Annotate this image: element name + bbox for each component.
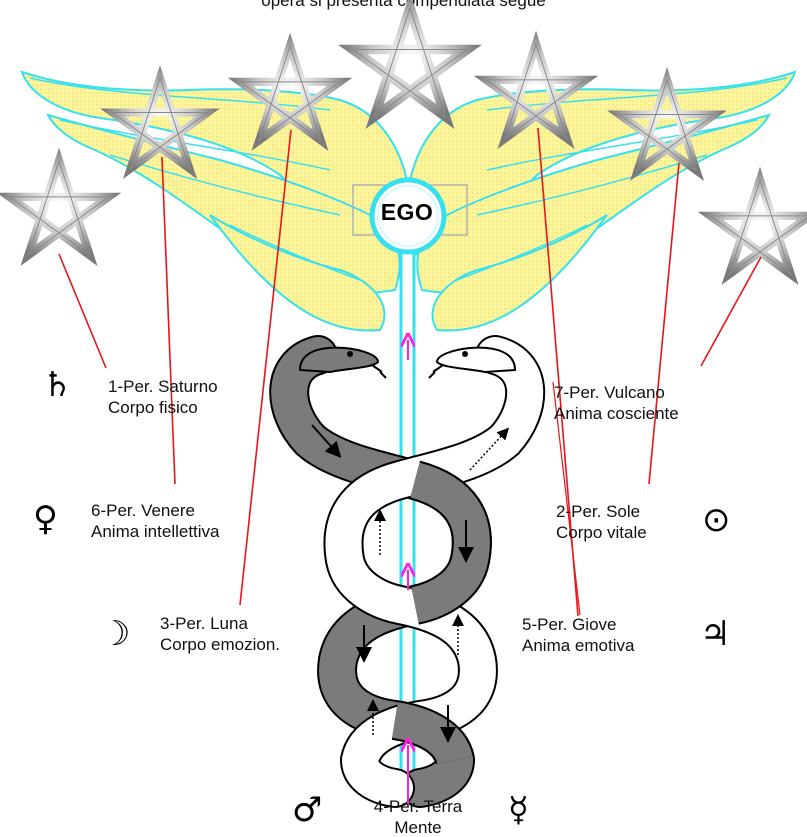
mercury-symbol-icon: ☿: [508, 790, 529, 830]
mars-symbol-icon: ♂: [292, 790, 322, 830]
sun-symbol-icon: ⊙: [702, 500, 731, 540]
period-2-subtitle: Corpo vitale: [556, 522, 647, 543]
label-period-4: 4-Per. Terra Mente: [356, 796, 480, 837]
ego-label: EGO: [360, 199, 454, 226]
period-4-subtitle: Mente: [356, 817, 480, 837]
period-5-title: 5-Per. Giove: [522, 614, 634, 635]
period-3-subtitle: Corpo emozion.: [160, 634, 280, 655]
period-7-subtitle: Anima cosciente: [554, 403, 679, 424]
period-7-title: 7-Per. Vulcano: [554, 382, 679, 403]
right-wing: [407, 72, 795, 331]
jupiter-symbol-icon: ♃: [700, 614, 730, 654]
label-period-7: 7-Per. Vulcano Anima cosciente: [554, 382, 679, 424]
venus-symbol-icon: ♀: [33, 499, 58, 539]
label-period-1: 1-Per. Saturno Corpo fisico: [108, 376, 218, 418]
label-period-2: 2-Per. Sole Corpo vitale: [556, 501, 647, 543]
period-1-subtitle: Corpo fisico: [108, 397, 218, 418]
period-5-subtitle: Anima emotiva: [522, 635, 634, 656]
period-3-title: 3-Per. Luna: [160, 613, 280, 634]
label-period-6: 6-Per. Venere Anima intellettiva: [91, 500, 220, 542]
pentagram-star-outline: [353, 8, 467, 117]
period-4-title: 4-Per. Terra: [356, 796, 480, 817]
serpent-light: [343, 355, 525, 788]
period-6-subtitle: Anima intellettiva: [91, 521, 220, 542]
period-1-title: 1-Per. Saturno: [108, 376, 218, 397]
pentagram-star-outline: [10, 161, 109, 255]
label-period-5: 5-Per. Giove Anima emotiva: [522, 614, 634, 656]
moon-symbol-icon: ☽: [100, 614, 130, 654]
period-2-title: 2-Per. Sole: [556, 501, 647, 522]
label-period-3: 3-Per. Luna Corpo emozion.: [160, 613, 280, 655]
period-6-title: 6-Per. Venere: [91, 500, 220, 521]
saturn-symbol-icon: ♄: [42, 365, 72, 405]
